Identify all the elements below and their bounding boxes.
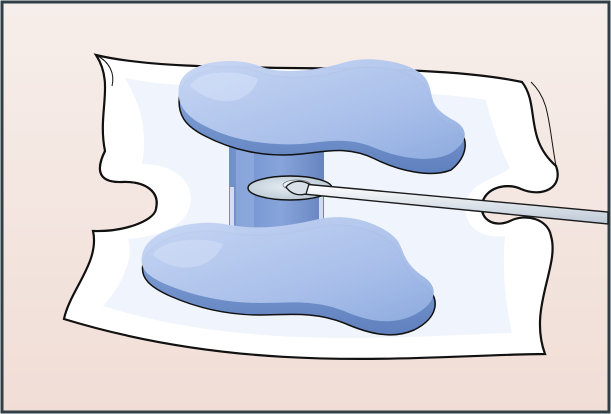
diagram-canvas (0, 0, 611, 414)
illustration-frame (0, 0, 611, 414)
